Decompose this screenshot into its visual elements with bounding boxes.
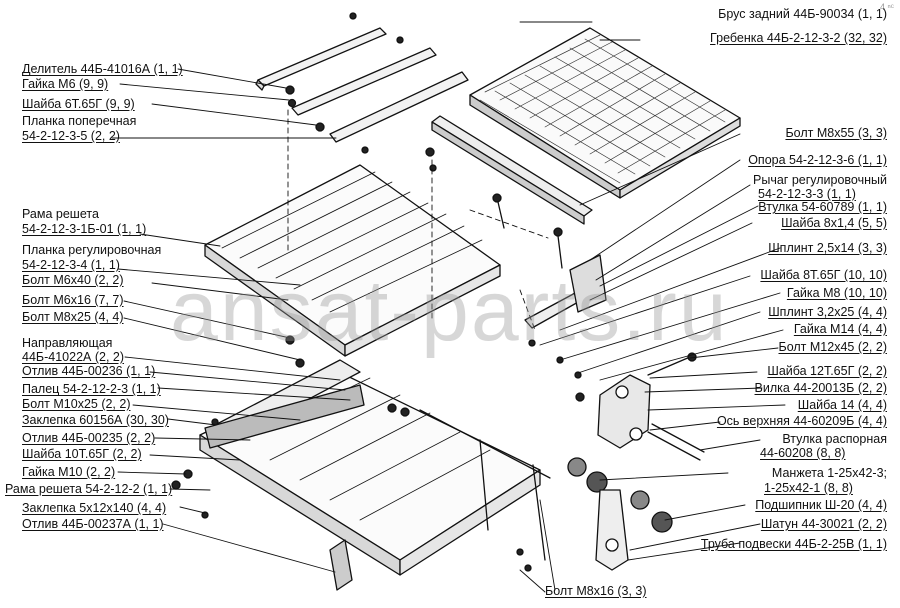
label-bolt-m6x16: Болт М6х16 (7, 7) [22, 293, 124, 307]
label-adjusting-lever-code: 54-2-12-3-3 (1, 1) [758, 187, 856, 201]
label-nut-m10: Гайка М10 (2, 2) [22, 465, 116, 479]
label-cotter-3-2x25: Шплинт 3,2х25 (4, 4) [768, 305, 887, 319]
label-rivet-60156a: Заклепка 60156А (30, 30) [22, 413, 169, 427]
leader-lines-left [111, 68, 351, 573]
label-cotter-2-5x14: Шплинт 2,5х14 (3, 3) [768, 241, 887, 255]
label-spacer-bushing: Втулка распорная [782, 432, 887, 446]
label-washer-14: Шайба 14 (4, 4) [797, 398, 887, 412]
sieve-frame-upper [204, 164, 501, 357]
label-nut-m8: Гайка М8 (10, 10) [786, 286, 887, 300]
fork-assembly [597, 352, 705, 461]
assembly-axes [287, 109, 549, 331]
label-sieve-frame-code: 54-2-12-3-1Б-01 (1, 1) [22, 222, 147, 236]
sieve-frame-lower [199, 359, 541, 591]
label-fork: Вилка 44-20013Б (2, 2) [754, 381, 887, 395]
leader-lines-right [519, 21, 786, 593]
label-bolt-m6x40: Болт М6х40 (2, 2) [22, 273, 124, 287]
adjusting-lever [492, 193, 607, 329]
label-bolt-m8x55: Болт М8х55 (3, 3) [785, 126, 887, 140]
label-bushing-54-60789: Втулка 54-60789 (1, 1) [758, 200, 887, 214]
label-sieve-frame-2: Рама решета 54-2-12-2 (1, 1) [5, 482, 173, 496]
label-divider: Делитель 44Б-41016А (1, 1) [22, 62, 183, 76]
label-cross-plate-code: 54-2-12-3-5 (2, 2) [22, 129, 120, 143]
corner-mark: 4 ⁿᶜ [880, 2, 894, 12]
label-nut-m6: Гайка М6 (9, 9) [22, 77, 109, 91]
label-washer-8t: Шайба 8Т.65Г (10, 10) [760, 268, 887, 282]
label-support: Опора 54-2-12-3-6 (1, 1) [748, 153, 887, 167]
label-cuff-code: 1-25х42-1 (8, 8) [764, 481, 853, 495]
label-connecting-rod: Шатун 44-30021 (2, 2) [760, 517, 887, 531]
label-sill-00235: Отлив 44Б-00235 (2, 2) [22, 431, 156, 445]
divider-bars [255, 27, 469, 143]
label-sieve-frame: Рама решета [22, 207, 99, 221]
label-nut-m14: Гайка М14 (4, 4) [793, 322, 887, 336]
connecting-rod [567, 457, 673, 571]
label-bolt-m12x45: Болт М12х45 (2, 2) [778, 340, 888, 354]
label-rivet-5x12: Заклепка 5х12х140 (4, 4) [22, 501, 167, 515]
suspension-rod [419, 409, 551, 561]
label-guide: Направляющая [22, 336, 113, 350]
label-bolt-m8x16: Болт М8х16 (3, 3) [545, 584, 647, 598]
label-sill-00237a: Отлив 44Б-00237А (1, 1) [22, 517, 164, 531]
label-cross-plate: Планка поперечная [22, 114, 137, 128]
label-guide-code: 44Б-41022А (2, 2) [22, 350, 125, 364]
misc-bolts [171, 335, 585, 572]
top-bolts [285, 12, 437, 172]
label-adjusting-plate-code: 54-2-12-3-4 (1, 1) [22, 258, 120, 272]
label-washer-8x1-4: Шайба 8х1,4 (5, 5) [781, 216, 887, 230]
label-cuff: Манжета 1-25х42-3; [771, 466, 887, 480]
label-rear-beam: Брус задний 44Б-90034 (1, 1) [718, 7, 887, 21]
label-pin: Палец 54-2-12-2-3 (1, 1) [22, 382, 161, 396]
label-spacer-bushing-code: 44-60208 (8, 8) [760, 446, 846, 460]
label-washer-12t: Шайба 12Т.65Г (2, 2) [767, 364, 887, 378]
label-sill-00236: Отлив 44Б-00236 (1, 1) [22, 364, 156, 378]
label-bolt-m8x25: Болт М8х25 (4, 4) [22, 310, 124, 324]
label-bearing: Подшипник Ш-20 (4, 4) [755, 498, 887, 512]
label-adjusting-lever: Рычаг регулировочный [753, 173, 887, 187]
label-suspension-tube: Труба подвески 44Б-2-25В (1, 1) [700, 537, 887, 551]
label-bolt-m10x25: Болт М10х25 (2, 2) [22, 397, 131, 411]
rear-beam [431, 115, 593, 225]
label-adjusting-plate: Планка регулировочная [22, 243, 162, 257]
label-comb: Гребенка 44Б-2-12-3-2 (32, 32) [710, 31, 887, 45]
label-washer-6t: Шайба 6Т.65Г (9, 9) [22, 97, 135, 111]
label-upper-axle: Ось верхняя 44-60209Б (4, 4) [716, 414, 887, 428]
comb-grate [469, 27, 741, 199]
label-washer-10t: Шайба 10Т.65Г (2, 2) [22, 447, 142, 461]
